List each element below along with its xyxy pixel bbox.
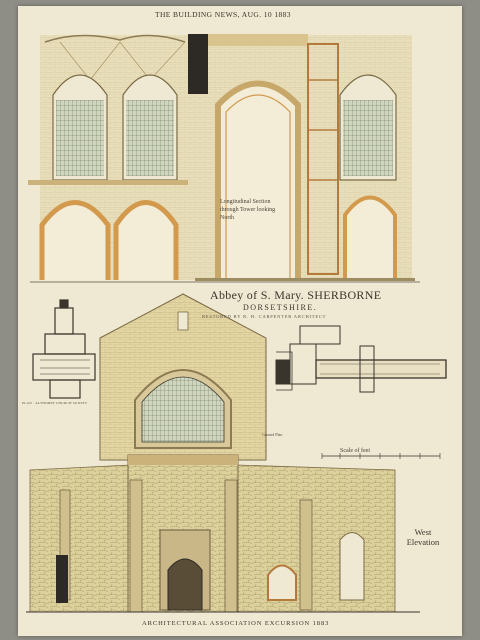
west-elevation-label: West Elevation [406,527,440,547]
sheet-title: Abbey of S. Mary. SHERBORNE [210,288,382,302]
ground-plan [275,325,447,459]
scale-label: Scale of feet [340,448,370,454]
plan-left-label: PLAN · ALTHORPE CHURCH SUNSET [22,401,88,405]
publication-header: THE BUILDING NEWS, AUG. 10 1883 [155,10,291,19]
footer-caption: ARCHITECTURAL ASSOCIATION EXCURSION 1883 [142,620,330,627]
west-elevation [26,293,420,613]
ground-plan-label: Ground Plan [262,432,283,437]
county-label: DORSETSHIRE. [243,303,318,312]
restored-by-label: RESTORED BY R. H. CARPENTER ARCHITECT [202,314,327,319]
longitudinal-section [28,34,420,283]
section-label: Longitudinal Section through Tower looki… [220,199,276,221]
church-plan-left [32,299,96,399]
